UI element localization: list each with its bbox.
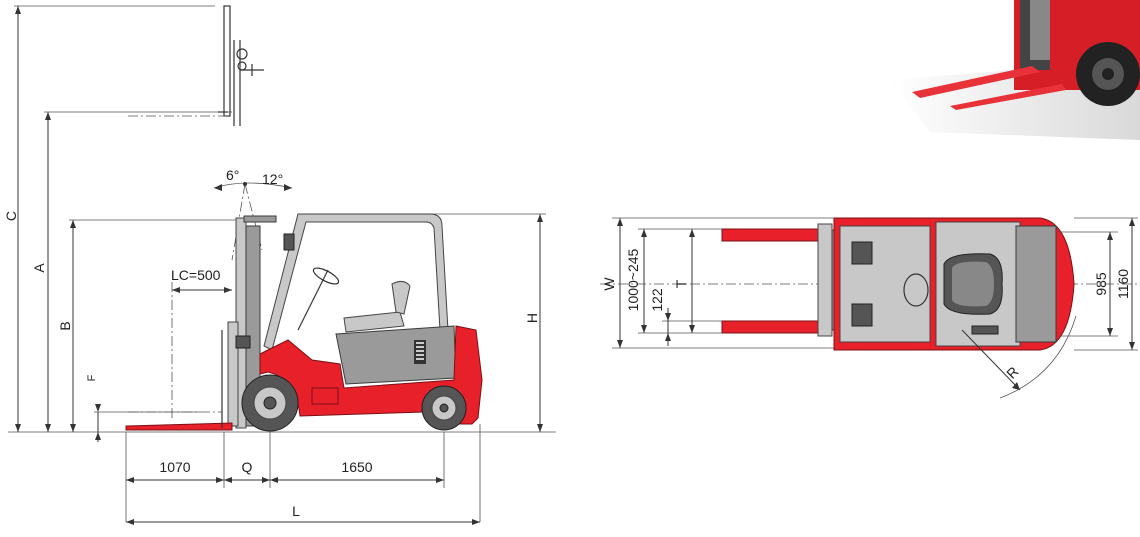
dimension-fork-spread: 1000~245 [625, 228, 722, 334]
dim-w-label: W [601, 277, 617, 291]
dimension-fork-width: 122 [649, 288, 722, 346]
fork-top-upper [721, 228, 821, 242]
fork-top-lower [721, 320, 821, 334]
load-center: LC=500 [171, 267, 232, 420]
steering [283, 233, 340, 331]
dimension-c: A C [3, 5, 215, 432]
front-wheel [241, 374, 299, 432]
top-view: W 1000~245 122 T [600, 217, 1140, 399]
turning-radius-label: R [1003, 363, 1021, 381]
fork-spread-label: 1000~245 [625, 248, 641, 311]
dimension-t: T [673, 229, 695, 333]
seat [343, 280, 411, 333]
fork-length-label: 1070 [159, 459, 190, 475]
tread-label: 985 [1093, 272, 1109, 296]
overhead-guard [263, 213, 449, 351]
rear-wheel [421, 385, 467, 431]
dim-h-label: H [524, 313, 540, 323]
mast [227, 215, 277, 429]
overall-width-label: 1160 [1115, 269, 1131, 299]
tilt-backward-label: 12° [262, 171, 283, 187]
fork [125, 330, 233, 431]
dim-q-label: Q [242, 459, 253, 475]
dimension-tread: 985 [1060, 231, 1118, 337]
load-center-label: LC=500 [171, 267, 221, 283]
dimension-h: H [430, 213, 546, 432]
side-view: A C B F [3, 5, 556, 525]
wheelbase-label: 1650 [341, 459, 372, 475]
dimension-b: B [57, 219, 236, 432]
dim-a-label: A [31, 263, 47, 273]
dim-b-label: B [57, 321, 73, 330]
forklift-photo [890, 0, 1140, 140]
fork-width-label: 122 [649, 288, 665, 312]
body-grey [335, 325, 457, 385]
dimension-w: W [601, 217, 834, 349]
raised-mast [128, 5, 264, 126]
dim-c-label: C [3, 211, 19, 221]
dimension-overall-width: 1160 [1074, 217, 1138, 351]
tilt-forward-label: 6° [226, 167, 239, 183]
dim-f-label: F [86, 374, 98, 381]
horizontal-dims: 1070 Q 1650 L [125, 424, 481, 525]
dim-t-label: T [673, 279, 689, 288]
turning-radius: R [961, 315, 1077, 399]
dim-l-label: L [292, 503, 300, 519]
dimension-a [44, 111, 232, 432]
